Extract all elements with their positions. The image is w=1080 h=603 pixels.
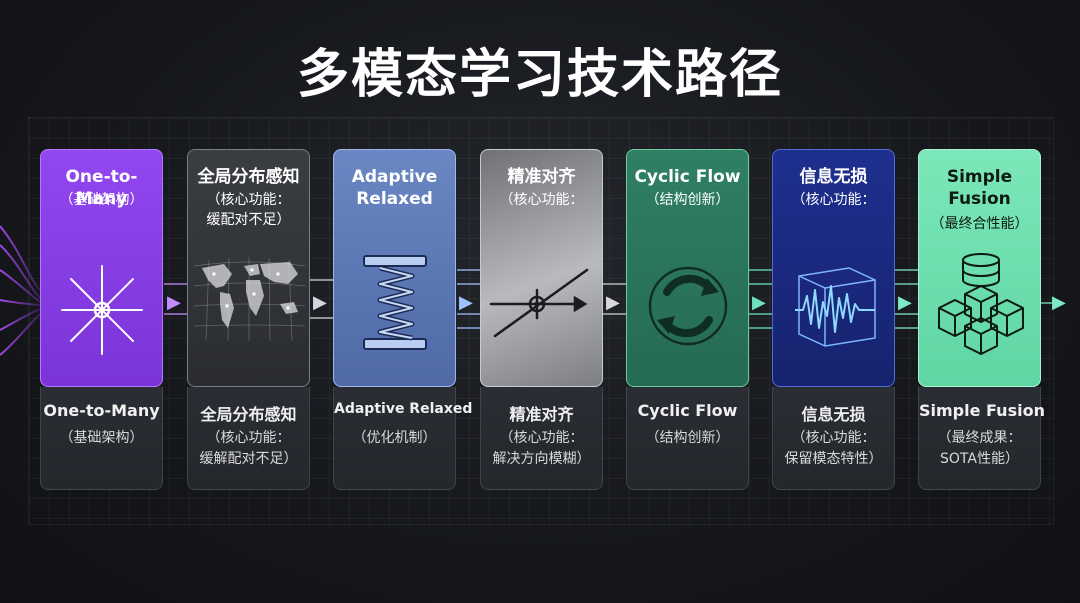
stage-panel: 信息无损 （核心功能： 保留模态特性）: [772, 387, 895, 490]
stage-panel: Adaptive Relaxed （优化机制）: [333, 387, 473, 490]
stage-panel: 全局分布感知 （核心功能： 缓解配对不足）: [187, 387, 310, 490]
panel-title: 精准对齐: [509, 405, 574, 424]
spring-icon: [363, 255, 427, 350]
stage-card: One-to-Many （基础架构）: [40, 149, 163, 387]
arrow-right-icon: ▶: [459, 292, 473, 313]
card-subtitle: （核心功能： 缓配对不足）: [188, 190, 309, 230]
card-subtitle: （结构创新）: [645, 192, 730, 208]
stage-panel: Simple Fusion （最终成果： SOTA性能）: [918, 387, 1045, 490]
card-title: Cyclic Flow: [634, 167, 741, 187]
card-subtitle: （基础架构）: [59, 192, 144, 208]
panel-subtitle-line: （核心功能：: [206, 430, 291, 446]
panel-subtitle-line: （基础架构）: [59, 430, 144, 446]
arrow-right-icon: ▶: [752, 292, 766, 313]
card-title: 信息无损: [799, 167, 868, 187]
panel-title: 信息无损: [801, 405, 866, 424]
panel-subtitle: （最终成果： SOTA性能）: [919, 428, 1040, 470]
card-subtitle-line: 缓配对不足）: [206, 212, 291, 228]
panel-subtitle-line: 解决方向模糊）: [492, 451, 591, 467]
alignment-arrow-icon: [489, 268, 589, 338]
panel-subtitle-line: （结构创新）: [645, 430, 730, 446]
panel-title: One-to-Many: [43, 401, 160, 420]
stage-card: 信息无损 （核心功能：: [772, 149, 895, 387]
card-subtitle: （核心功能：: [791, 192, 876, 208]
panel-subtitle-line: （核心功能：: [499, 430, 584, 446]
stage-card: 精准对齐 （核心功能：: [480, 149, 603, 387]
panel-subtitle-line: （优化机制）: [352, 430, 437, 446]
stage-panel: Cyclic Flow （结构创新）: [626, 387, 749, 490]
stage-panel: 精准对齐 （核心功能： 解决方向模糊）: [480, 387, 603, 490]
stage-card: 全局分布感知 （核心功能： 缓配对不足）: [187, 149, 310, 387]
panel-subtitle-line: SOTA性能）: [940, 451, 1019, 467]
card-title: Adaptive Relaxed: [351, 167, 438, 209]
card-title: One-to-Many: [65, 167, 138, 209]
panel-subtitle: （核心功能： 缓解配对不足）: [188, 428, 309, 470]
panel-subtitle-line: （最终成果：: [937, 430, 1022, 446]
panel-title: Cyclic Flow: [637, 401, 738, 420]
fusion-cubes-icon: [938, 253, 1024, 355]
panel-subtitle-line: 保留模态特性）: [784, 451, 883, 467]
panel-subtitle: （核心功能： 解决方向模糊）: [481, 428, 602, 470]
card-title: 全局分布感知: [197, 167, 300, 187]
panel-title: Simple Fusion: [919, 401, 1045, 420]
card-subtitle: （最终合性能）: [930, 216, 1029, 232]
stage-card: Cyclic Flow （结构创新）: [626, 149, 749, 387]
world-map-icon: [194, 257, 305, 342]
card-subtitle: （核心功能：: [499, 192, 584, 208]
card-title: Simple Fusion: [946, 167, 1013, 209]
page-title: 多模态学习技术路径: [296, 45, 783, 105]
arrow-right-icon: ▶: [167, 292, 181, 313]
panel-subtitle-line: （核心功能：: [791, 430, 876, 446]
arrow-right-icon: ▶: [1052, 292, 1066, 313]
waveform-cube-icon: [795, 267, 876, 347]
card-title: 精准对齐: [507, 167, 576, 187]
panel-subtitle: （结构创新）: [627, 428, 748, 449]
stage-card: Adaptive Relaxed: [333, 149, 456, 387]
panel-subtitle: （核心功能： 保留模态特性）: [773, 428, 894, 470]
arrow-right-icon: ▶: [898, 292, 912, 313]
arrow-right-icon: ▶: [606, 292, 620, 313]
panel-title: 全局分布感知: [200, 405, 297, 424]
arrow-right-icon: ▶: [313, 292, 327, 313]
card-subtitle-line: （核心功能：: [206, 192, 291, 208]
panel-title: Adaptive Relaxed: [334, 401, 473, 417]
stage-card: Simple Fusion （最终合性能）: [918, 149, 1041, 387]
stage-panel: One-to-Many （基础架构）: [40, 387, 163, 490]
panel-subtitle-line: 缓解配对不足）: [199, 451, 298, 467]
cycle-arrows-icon: [648, 266, 728, 346]
panel-subtitle: （基础架构）: [41, 428, 162, 449]
panel-subtitle: （优化机制）: [334, 428, 455, 449]
starburst-icon: [61, 265, 143, 355]
